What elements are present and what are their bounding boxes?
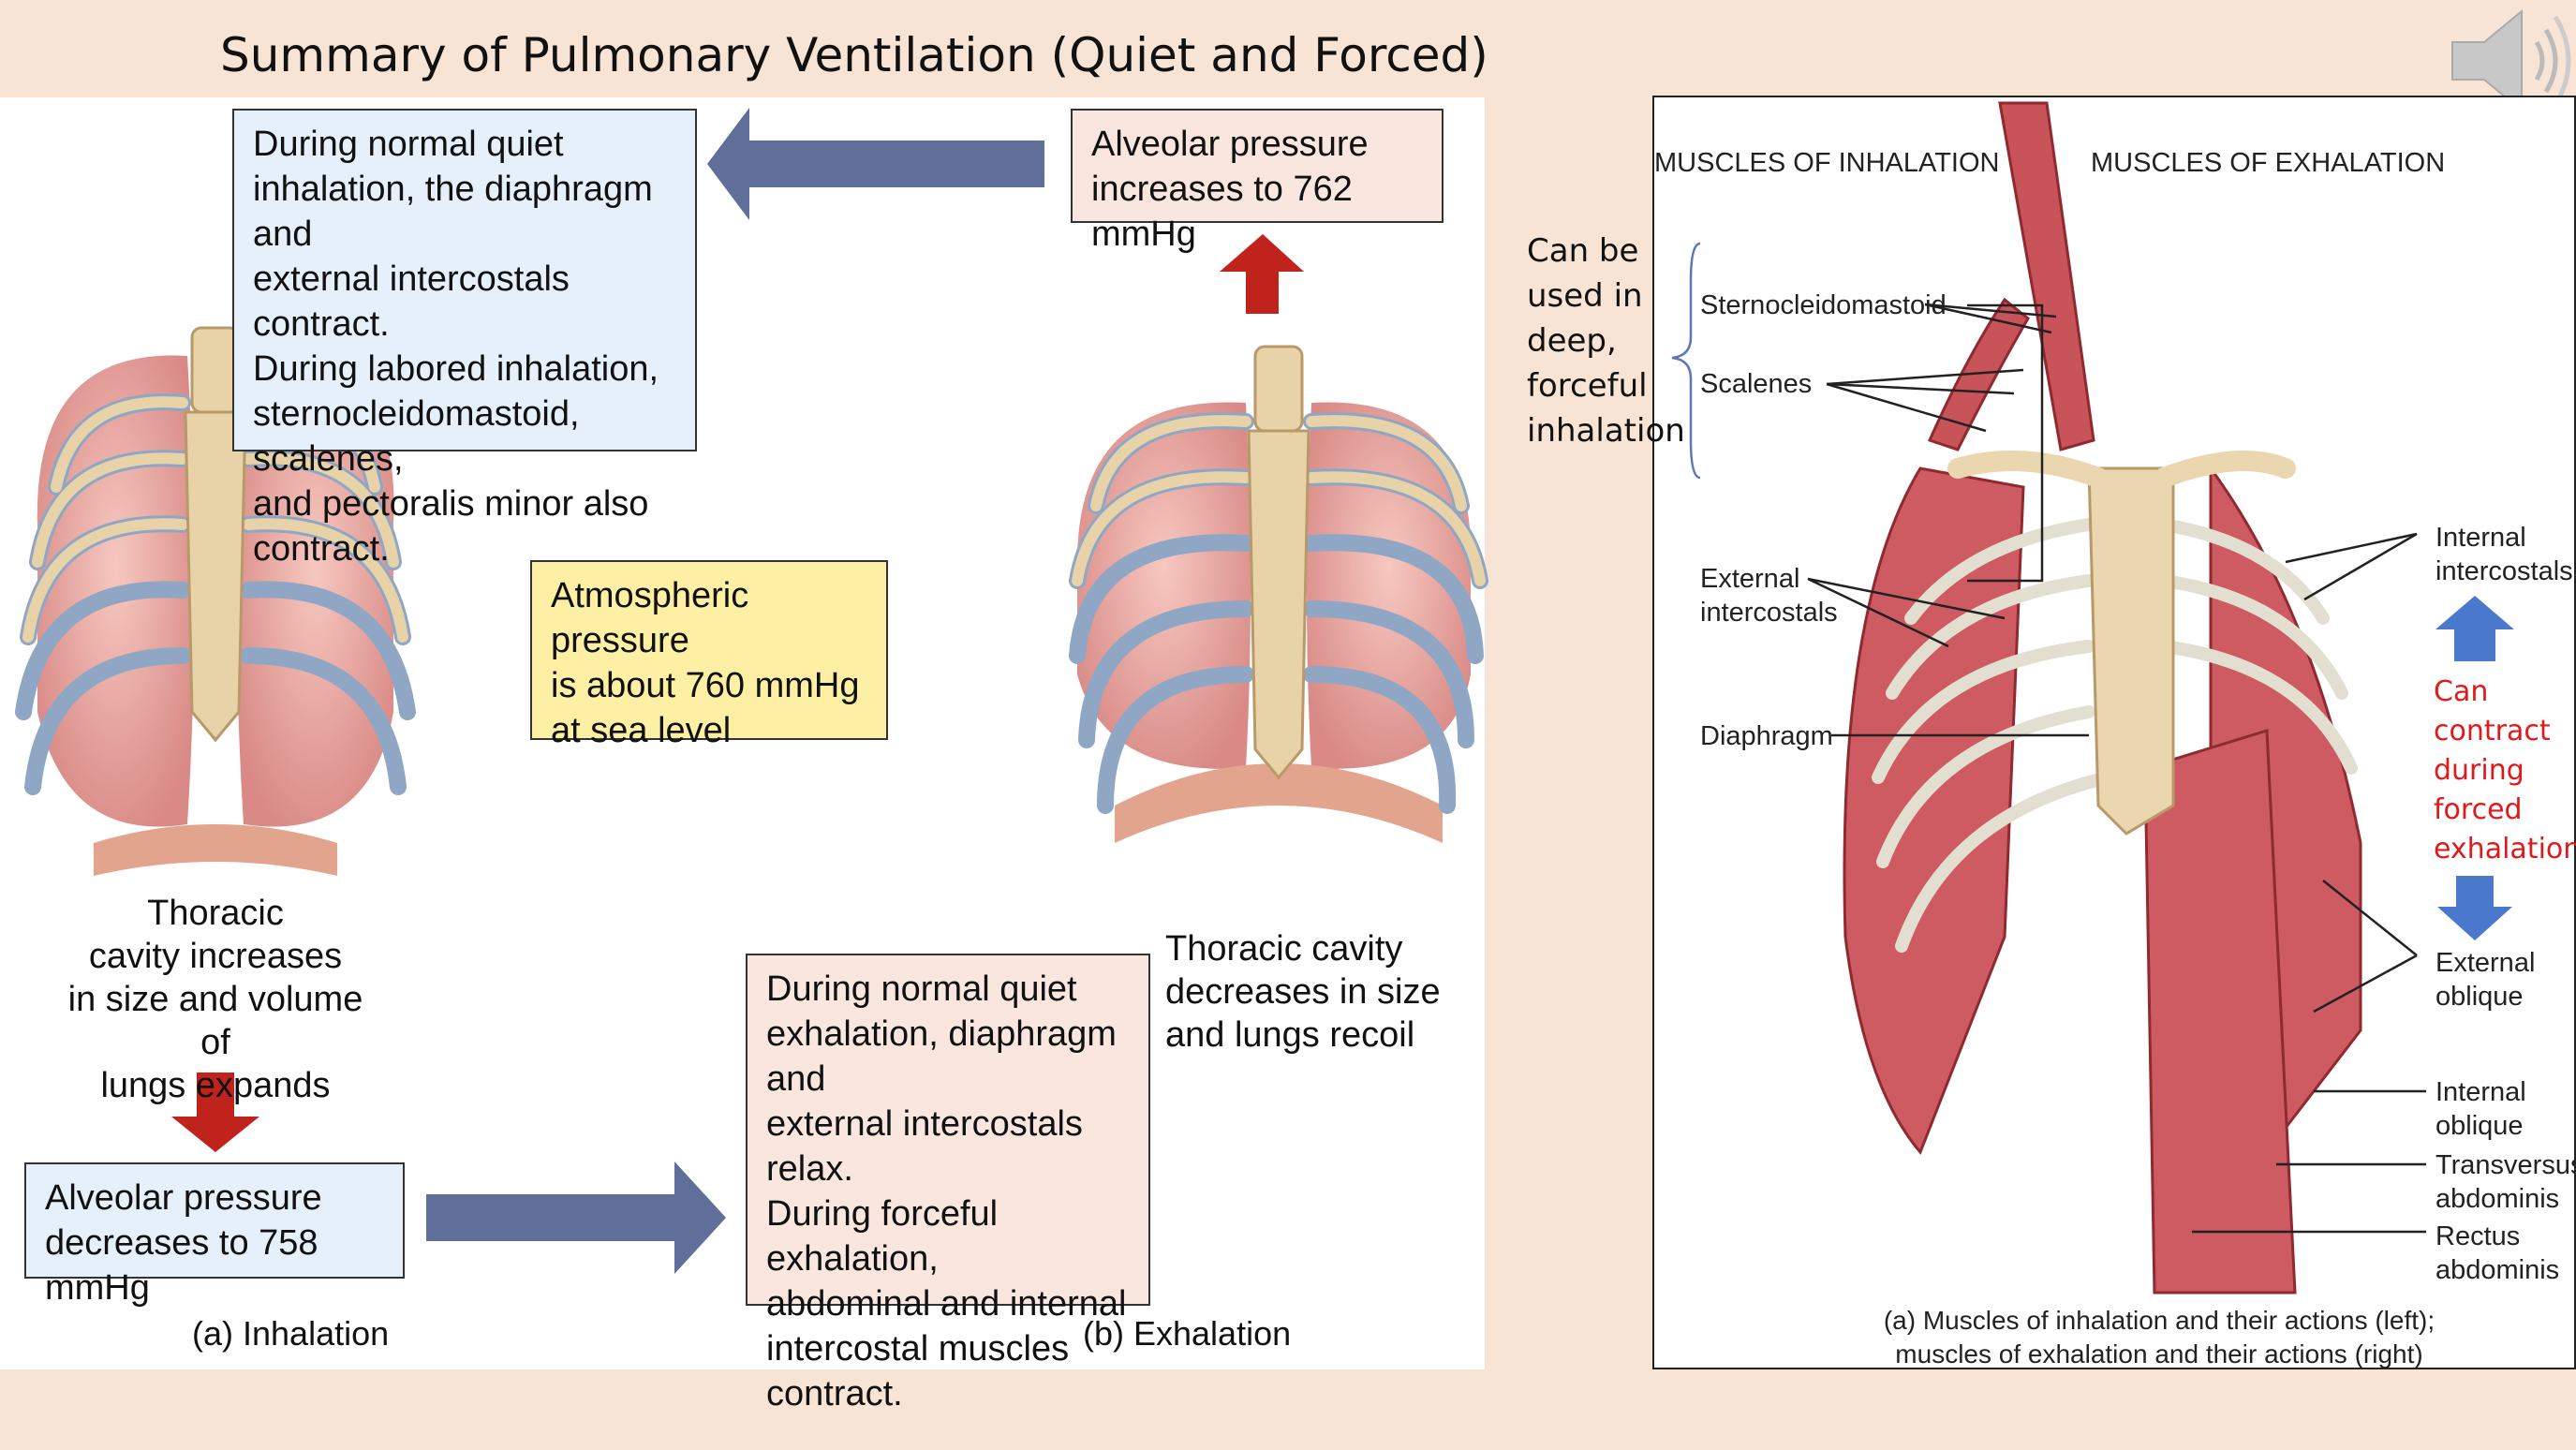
label-diaphragm: Diaphragm <box>1700 721 1833 751</box>
blue-arrow-up <box>2435 596 2514 661</box>
quiet-inhalation-box: During normal quiet inhalation, the diap… <box>232 109 697 569</box>
deep-inhalation-note: Can be used in deep, forceful inhalation <box>1527 232 1685 450</box>
caption-inhalation: (a) Inhalation <box>192 1314 390 1353</box>
thoracic-cavity-decrease-text: Thoracic cavity decreases in size and lu… <box>1165 929 1441 1055</box>
arrow-left-top <box>707 108 1044 220</box>
arrow-red-up <box>1220 234 1304 314</box>
header-exhalation: MUSCLES OF EXHALATION <box>2091 148 2446 178</box>
thoracic-cavity-increase-text: Thoracic cavity increases in size and vo… <box>67 894 363 1105</box>
caption-exhalation: (b) Exhalation <box>1083 1314 1292 1353</box>
slide-title: Summary of Pulmonary Ventilation (Quiet … <box>220 28 1488 82</box>
arrow-right-bottom <box>426 1161 726 1274</box>
label-external-intercostals: External intercostals <box>1700 564 1838 628</box>
alveolar-pressure-increase-box: Alveolar pressure increases to 762 mmHg <box>1071 109 1443 254</box>
label-external-oblique: External oblique <box>2435 948 2536 1012</box>
exhalation-rib-cage-illustration <box>1069 345 1488 843</box>
label-internal-oblique: Internal oblique <box>2435 1077 2526 1141</box>
arrow-red-down <box>171 1073 259 1152</box>
header-inhalation: MUSCLES OF INHALATION <box>1654 148 2000 178</box>
inhalation-rib-cage-illustration <box>15 326 416 876</box>
forced-exhalation-note: Can contract during forced exhalation <box>2434 675 2576 866</box>
label-rectus-abdominis: Rectus abdominis <box>2435 1221 2560 1285</box>
atmospheric-pressure-box: Atmospheric pressure is about 760 mmHg a… <box>530 560 888 750</box>
label-sternocleidomastoid: Sternocleidomastoid <box>1700 290 1947 320</box>
alveolar-pressure-decrease-box: Alveolar pressure decreases to 758 mmHg <box>24 1162 405 1308</box>
blue-arrow-down <box>2437 876 2512 940</box>
quiet-exhalation-box: During normal quiet exhalation, diaphrag… <box>746 954 1150 1413</box>
label-transversus-abdominis: Transversus abdominis <box>2435 1150 2576 1214</box>
label-internal-intercostals: Internal intercostals <box>2435 523 2573 586</box>
muscles-caption: (a) Muscles of inhalation and their acti… <box>1883 1306 2435 1369</box>
label-scalenes: Scalenes <box>1700 369 1813 399</box>
